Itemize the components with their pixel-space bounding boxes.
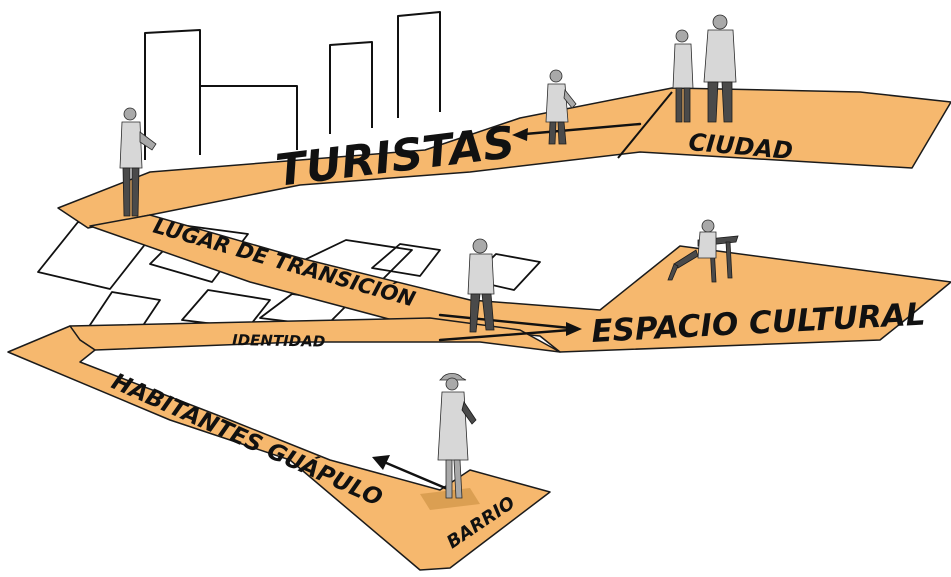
figure-shadow: [420, 488, 480, 510]
arrow-to-espacio-cultural: [438, 313, 582, 342]
turistas-label: TURISTAS: [273, 117, 517, 197]
arrow-turistas: [512, 122, 642, 141]
building-1: [144, 29, 201, 160]
building-2: [200, 85, 298, 150]
turistas-path: [57, 87, 951, 229]
plot-4: [371, 243, 441, 277]
building-4: [397, 11, 441, 118]
arrow-habitantes: [372, 455, 452, 492]
identidad-label: IDENTIDAD: [232, 331, 325, 351]
city-buildings: [144, 11, 441, 160]
person-on-turistas-path-icon: [119, 107, 157, 217]
woman-in-cap-icon: [437, 373, 477, 499]
habitantes-guapulo-label: HABITANTES GUÁPULO: [108, 367, 387, 512]
couple-in-ciudad-icon: [672, 14, 737, 123]
person-with-bag-icon: [545, 69, 577, 145]
ciudad-divider: [617, 91, 673, 159]
walking-person-icon: [467, 238, 495, 333]
building-3: [329, 41, 373, 134]
seated-person-on-bench-icon: [667, 219, 739, 283]
